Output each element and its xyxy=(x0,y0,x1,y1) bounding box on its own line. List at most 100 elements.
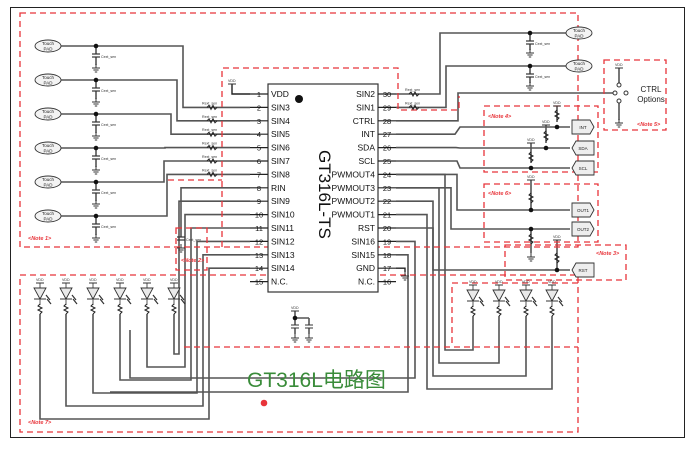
touch-pad-label: Touch xyxy=(42,41,55,46)
junction-dot xyxy=(554,124,560,130)
wire xyxy=(396,213,553,390)
pin-number: 1 xyxy=(257,90,261,99)
wire xyxy=(180,187,250,237)
touch-pad-label: PAD xyxy=(44,81,54,86)
cap-label: Cext_sen xyxy=(186,238,201,242)
res-label: Rext_sen xyxy=(202,128,217,132)
pin-number: 29 xyxy=(383,103,391,112)
ground-icon xyxy=(177,244,185,253)
res-label: Rext_sen xyxy=(202,168,217,172)
pin-name-pwmout3: PWMOUT3 xyxy=(332,183,376,193)
ground-icon xyxy=(92,200,100,209)
resistor-icon xyxy=(522,305,530,317)
res-label: Rext_sen xyxy=(202,155,217,159)
pin-number: 11 xyxy=(255,224,263,233)
pin-number: 30 xyxy=(383,90,391,99)
pin-number: 13 xyxy=(255,251,263,260)
resistor-icon xyxy=(206,117,218,124)
pin-name-pwmout4: PWMOUT4 xyxy=(332,169,376,179)
ctrl-label: CTRL xyxy=(641,85,662,94)
note-box-3 xyxy=(504,244,627,281)
light-arrow-icon xyxy=(99,298,105,305)
vdd-label: VDD xyxy=(89,278,97,282)
resistor-icon xyxy=(553,252,561,264)
pin-name-sin4: SIN4 xyxy=(271,116,290,126)
connector-label: OUT1 xyxy=(577,208,589,213)
capacitor-icon: Cext_sen xyxy=(92,53,116,59)
pin-number: 27 xyxy=(383,130,391,139)
note-box-7 xyxy=(19,274,579,433)
vdd-icon: VDD xyxy=(542,120,550,126)
pin-number: 24 xyxy=(383,170,391,179)
junction-dot xyxy=(527,30,533,36)
pin-number: 19 xyxy=(383,237,391,246)
options-label: Options xyxy=(637,95,665,104)
cap-label: Cext_sen xyxy=(101,157,116,161)
pin-name-sin11: SIN11 xyxy=(271,223,294,233)
pin-name-sin12: SIN12 xyxy=(271,236,295,246)
touch-pad-label: Touch xyxy=(573,28,586,33)
touch-pad-label: PAD xyxy=(575,34,585,39)
pin-name-rin: RIN xyxy=(271,183,286,193)
junction-dot xyxy=(93,213,99,219)
ground-icon xyxy=(92,234,100,243)
pin1-marker xyxy=(295,95,303,103)
pin-name-sin7: SIN7 xyxy=(271,156,290,166)
vdd-label: VDD xyxy=(527,175,535,179)
pin-name-pwmout1: PWMOUT1 xyxy=(332,210,376,220)
resistor-icon xyxy=(89,303,97,315)
cap-label: Cext_sen xyxy=(535,42,550,46)
light-arrow-icon xyxy=(505,300,511,307)
vdd-icon: VDD xyxy=(116,278,124,284)
wire xyxy=(119,227,250,381)
light-arrow-icon xyxy=(126,298,132,305)
ground-icon xyxy=(526,82,534,91)
light-arrow-icon xyxy=(478,296,484,303)
note-label-1: <Note 1> xyxy=(28,236,52,242)
vdd-label: VDD xyxy=(62,278,70,282)
vdd-icon: VDD xyxy=(291,306,299,312)
resistor-icon xyxy=(527,233,535,245)
capacitor-icon: Cext_sen xyxy=(92,87,116,93)
pin-name-nc.: N.C. xyxy=(271,277,288,287)
wire xyxy=(61,173,250,217)
resistor-icon xyxy=(206,131,218,138)
touch-pad-label: Touch xyxy=(42,211,55,216)
pin-name-gnd: GND xyxy=(356,263,375,273)
light-arrow-icon xyxy=(46,298,52,305)
light-arrow-icon xyxy=(71,294,77,301)
vdd-icon: VDD xyxy=(143,278,151,284)
pin-number: 5 xyxy=(257,144,261,153)
touch-pad-label: PAD xyxy=(575,67,585,72)
ground-icon xyxy=(305,334,313,343)
led-icon xyxy=(492,285,511,307)
touch-pad-label: Touch xyxy=(42,109,55,114)
pin-number: 7 xyxy=(257,170,261,179)
vdd-label: VDD xyxy=(527,138,535,142)
touch-pad-label: PAD xyxy=(44,217,54,222)
junction-dot xyxy=(93,179,99,185)
wire xyxy=(396,187,570,230)
pin-number: 26 xyxy=(383,144,391,153)
led-icon xyxy=(519,285,538,307)
pin-name-sin5: SIN5 xyxy=(271,129,290,139)
touch-pad-label: Touch xyxy=(573,61,586,66)
note-label-7: <Note 7> xyxy=(28,420,52,426)
note-label-4: <Note 4> xyxy=(488,114,512,120)
junction-dot xyxy=(528,165,534,171)
touch-pad-label: Touch xyxy=(42,75,55,80)
light-arrow-icon xyxy=(45,294,51,301)
led-icon xyxy=(113,283,132,305)
wire xyxy=(129,240,416,379)
switch-contact xyxy=(616,82,622,88)
wire xyxy=(396,173,570,211)
resistor-icon xyxy=(469,305,477,317)
pin-number: 12 xyxy=(255,237,263,246)
vdd-label: VDD xyxy=(228,79,236,83)
vdd-icon: VDD xyxy=(553,101,561,107)
touch-pad-label: Touch xyxy=(42,143,55,148)
pin-number: 22 xyxy=(383,197,391,206)
